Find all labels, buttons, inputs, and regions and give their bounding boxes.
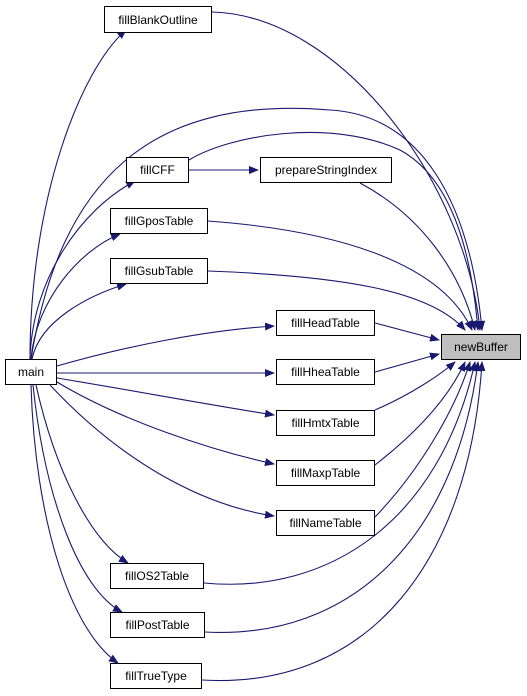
- edge-main-to-newBuffer: [30, 107, 486, 360]
- node-fillOS2Table[interactable]: fillOS2Table: [110, 563, 204, 589]
- edge-main-to-fillOS2Table: [35, 384, 129, 564]
- node-fillTrueType[interactable]: fillTrueType: [110, 663, 202, 689]
- edge-main-to-fillPostTable: [32, 384, 123, 613]
- edge-main-to-fillMaxpTable: [56, 381, 275, 466]
- node-label: fillOS2Table: [124, 569, 190, 583]
- node-label: newBuffer: [454, 340, 508, 354]
- node-fillCFF[interactable]: fillCFF: [126, 157, 189, 183]
- node-label: fillCFF: [140, 163, 175, 177]
- node-fillHeadTable[interactable]: fillHeadTable: [276, 310, 375, 336]
- node-label: fillBlankOutline: [118, 12, 198, 27]
- node-label: prepareStringIndex: [274, 163, 378, 177]
- edge-fillHheaTable-to-newBuffer: [374, 352, 440, 373]
- edge-fillOS2Table-to-newBuffer: [203, 361, 477, 585]
- edge-main-to-fillCFF: [29, 180, 136, 360]
- node-label: fillHmtxTable: [291, 416, 360, 430]
- edge-fillGsubTable-to-newBuffer: [207, 270, 466, 331]
- node-label: fillGsubTable: [124, 264, 194, 278]
- node-fillBlankOutline[interactable]: fillBlankOutline: [104, 6, 212, 33]
- edge-main-to-fillNameTable: [49, 384, 275, 519]
- edge-fillCFF-to-newBuffer: [188, 131, 482, 331]
- node-fillGsubTable[interactable]: fillGsubTable: [110, 258, 208, 284]
- node-label: fillGposTable: [124, 214, 194, 228]
- node-fillMaxpTable[interactable]: fillMaxpTable: [276, 460, 375, 486]
- edge-fillHmtxTable-to-newBuffer: [374, 361, 456, 411]
- node-label: fillHheaTable: [291, 365, 360, 379]
- node-label: fillNameTable: [289, 516, 362, 530]
- edge-main-to-fillGposTable: [30, 233, 121, 360]
- edge-main-to-fillBlankOutline: [29, 29, 127, 360]
- node-fillGposTable[interactable]: fillGposTable: [110, 208, 208, 234]
- node-main[interactable]: main: [5, 359, 57, 385]
- edge-main-to-fillGsubTable: [31, 282, 127, 360]
- node-label: main: [17, 365, 44, 379]
- edge-fillNameTable-to-newBuffer: [374, 361, 472, 518]
- node-fillPostTable[interactable]: fillPostTable: [110, 612, 205, 638]
- edge-fillTrueType-to-newBuffer: [201, 361, 486, 682]
- node-label: fillTrueType: [125, 669, 187, 683]
- edge-fillHeadTable-to-newBuffer: [374, 322, 440, 342]
- edge-prepareStringIndex-to-newBuffer: [359, 182, 477, 331]
- node-prepareStringIndex[interactable]: prepareStringIndex: [260, 157, 392, 183]
- edge-main-to-fillHeadTable: [56, 322, 275, 367]
- node-fillHheaTable[interactable]: fillHheaTable: [276, 359, 375, 385]
- edge-fillPostTable-to-newBuffer: [204, 361, 481, 633]
- node-fillHmtxTable[interactable]: fillHmtxTable: [276, 410, 375, 436]
- node-label: fillPostTable: [125, 618, 190, 632]
- node-newBuffer: newBuffer: [441, 334, 521, 360]
- edge-fillMaxpTable-to-newBuffer: [374, 361, 466, 466]
- edge-fillBlankOutline-to-newBuffer: [211, 11, 484, 331]
- node-label: fillHeadTable: [291, 316, 360, 330]
- edge-main-to-fillHmtxTable: [56, 377, 275, 418]
- edge-fillGposTable-to-newBuffer: [207, 220, 473, 331]
- node-fillNameTable[interactable]: fillNameTable: [276, 510, 375, 536]
- edge-main-to-fillTrueType: [30, 384, 119, 664]
- node-label: fillMaxpTable: [290, 466, 361, 480]
